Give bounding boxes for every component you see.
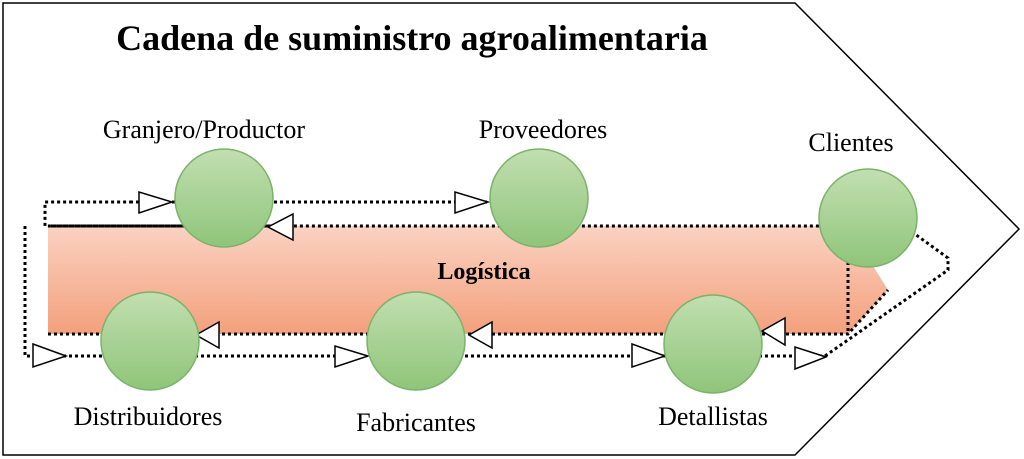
logistics-arrow xyxy=(48,226,888,334)
label-granjero: Granjero/Productor xyxy=(103,115,306,144)
logistics-label: Logística xyxy=(437,259,530,285)
arrowhead-left-icon xyxy=(194,320,220,350)
node-clientes xyxy=(818,168,918,268)
node-proveedores xyxy=(489,148,589,248)
node-granjero xyxy=(174,148,274,248)
arrowhead-right-icon xyxy=(631,342,668,369)
arrowhead-right-icon xyxy=(32,342,69,369)
node-fabricantes xyxy=(366,291,466,391)
dotted-flow-top xyxy=(48,200,890,336)
diagram-title: Cadena de suministro agroalimentaria xyxy=(116,18,708,58)
node-detallistas xyxy=(663,294,763,394)
nodes xyxy=(100,148,918,394)
flow-arrowheads xyxy=(32,190,829,371)
node-distribuidores xyxy=(100,291,200,391)
arrowhead-right-icon xyxy=(794,345,829,371)
arrowhead-left-icon xyxy=(467,320,493,350)
label-proveedores: Proveedores xyxy=(479,115,608,144)
arrowhead-left-icon xyxy=(266,212,294,242)
label-fabricantes: Fabricantes xyxy=(356,408,476,437)
arrowhead-right-icon xyxy=(334,344,371,369)
arrowhead-right-icon xyxy=(138,190,175,215)
arrowhead-right-icon xyxy=(454,190,491,215)
label-distribuidores: Distribuidores xyxy=(74,402,223,431)
arrowhead-left-icon xyxy=(760,316,786,347)
label-detallistas: Detallistas xyxy=(658,402,768,431)
label-clientes: Clientes xyxy=(808,128,893,157)
